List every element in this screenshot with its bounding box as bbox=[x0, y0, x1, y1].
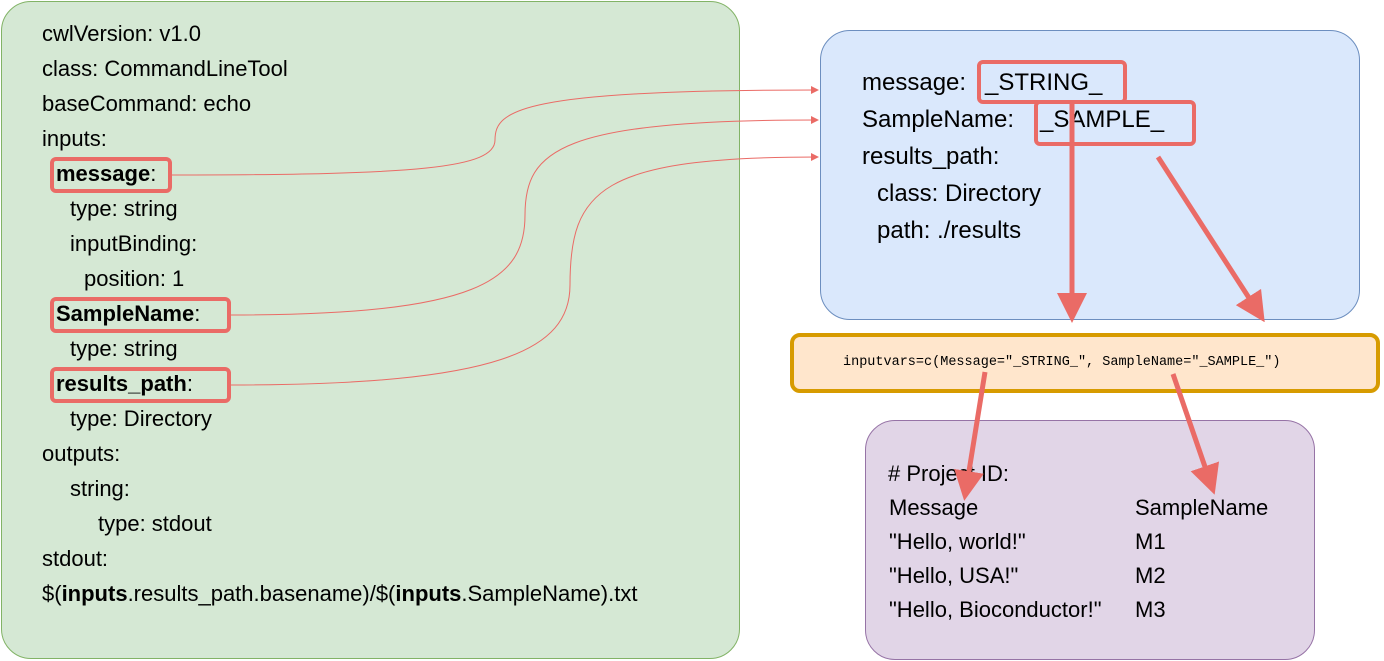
expr-part-1: $( bbox=[42, 581, 62, 606]
expr-part-3: .SampleName).txt bbox=[461, 581, 638, 606]
tsv-row-1-sample: M1 bbox=[1135, 529, 1166, 554]
yml-class-line: class: Directory bbox=[877, 180, 1042, 207]
yml-message-value: _STRING_ bbox=[985, 69, 1103, 96]
cwl-message-key: message: bbox=[56, 160, 156, 188]
cwl-results-path-colon: : bbox=[186, 371, 193, 396]
cwl-input-binding: inputBinding: bbox=[70, 231, 198, 256]
yml-samplename-value: _SAMPLE_ bbox=[1040, 106, 1165, 133]
cwl-message-type: type: string bbox=[70, 196, 178, 221]
cwl-message-colon: : bbox=[150, 161, 157, 186]
cwl-outputs-line: outputs: bbox=[42, 441, 121, 466]
yml-results-path-key: results_path: bbox=[862, 143, 1000, 170]
code-to-sample-column-arrow bbox=[1170, 373, 1220, 495]
samplename-highlight bbox=[50, 297, 231, 333]
yml-path-line: path: ./results bbox=[877, 217, 1022, 244]
expr-inputs-1: inputs bbox=[61, 581, 128, 606]
cwl-results-path-label: results_path bbox=[56, 371, 187, 396]
yml-message-key: message: bbox=[862, 69, 967, 96]
cwl-samplename-label: SampleName bbox=[56, 301, 195, 326]
expr-part-2: .results_path.basename)/$( bbox=[127, 581, 396, 606]
yml-sample-highlight bbox=[1034, 100, 1196, 146]
cwl-samplename-colon: : bbox=[194, 301, 201, 326]
cwl-class-line: class: CommandLineTool bbox=[42, 56, 288, 81]
cwl-results-path-key: results_path: bbox=[56, 370, 193, 398]
cwl-inputs-line: inputs: bbox=[42, 126, 107, 151]
code-to-message-column-arrow bbox=[954, 371, 988, 501]
tsv-row-2-message: "Hello, USA!" bbox=[889, 563, 1019, 588]
cwl-version-line: cwlVersion: v1.0 bbox=[42, 21, 201, 46]
results-path-connector bbox=[230, 153, 819, 386]
tsv-column-samplename: SampleName bbox=[1135, 495, 1269, 520]
cwl-stdout-expression: $(inputs.results_path.basename)/$(inputs… bbox=[42, 580, 637, 608]
tsv-row-1-message: "Hello, world!" bbox=[889, 529, 1026, 554]
inputvars-code: inputvars=c(Message="_STRING_", SampleNa… bbox=[843, 355, 1281, 370]
sample-to-code-arrow bbox=[1155, 155, 1265, 323]
yml-samplename-key: SampleName: bbox=[862, 106, 1015, 133]
cwl-output-string: string: bbox=[70, 476, 130, 501]
cwl-basecommand-line: baseCommand: echo bbox=[42, 91, 252, 116]
tsv-row-3-message: "Hello, Bioconductor!" bbox=[889, 597, 1102, 622]
cwl-samplename-key: SampleName: bbox=[56, 300, 200, 328]
results-path-highlight bbox=[50, 367, 231, 403]
cwl-stdout-line: stdout: bbox=[42, 546, 109, 571]
cwl-samplename-type: type: string bbox=[70, 336, 178, 361]
cwl-message-label: message bbox=[56, 161, 151, 186]
samplename-connector bbox=[230, 116, 819, 316]
expr-inputs-2: inputs bbox=[395, 581, 462, 606]
tsv-row-2-sample: M2 bbox=[1135, 563, 1166, 588]
r-code-panel bbox=[790, 333, 1380, 393]
cwl-results-path-type: type: Directory bbox=[70, 406, 212, 431]
yml-params-panel bbox=[820, 30, 1360, 320]
tsv-row-3-sample: M3 bbox=[1135, 597, 1166, 622]
cwl-output-type: type: stdout bbox=[98, 511, 212, 536]
message-highlight bbox=[50, 157, 172, 193]
cwl-position: position: 1 bbox=[84, 266, 185, 291]
targets-file-panel bbox=[865, 420, 1315, 660]
message-connector bbox=[171, 86, 819, 176]
